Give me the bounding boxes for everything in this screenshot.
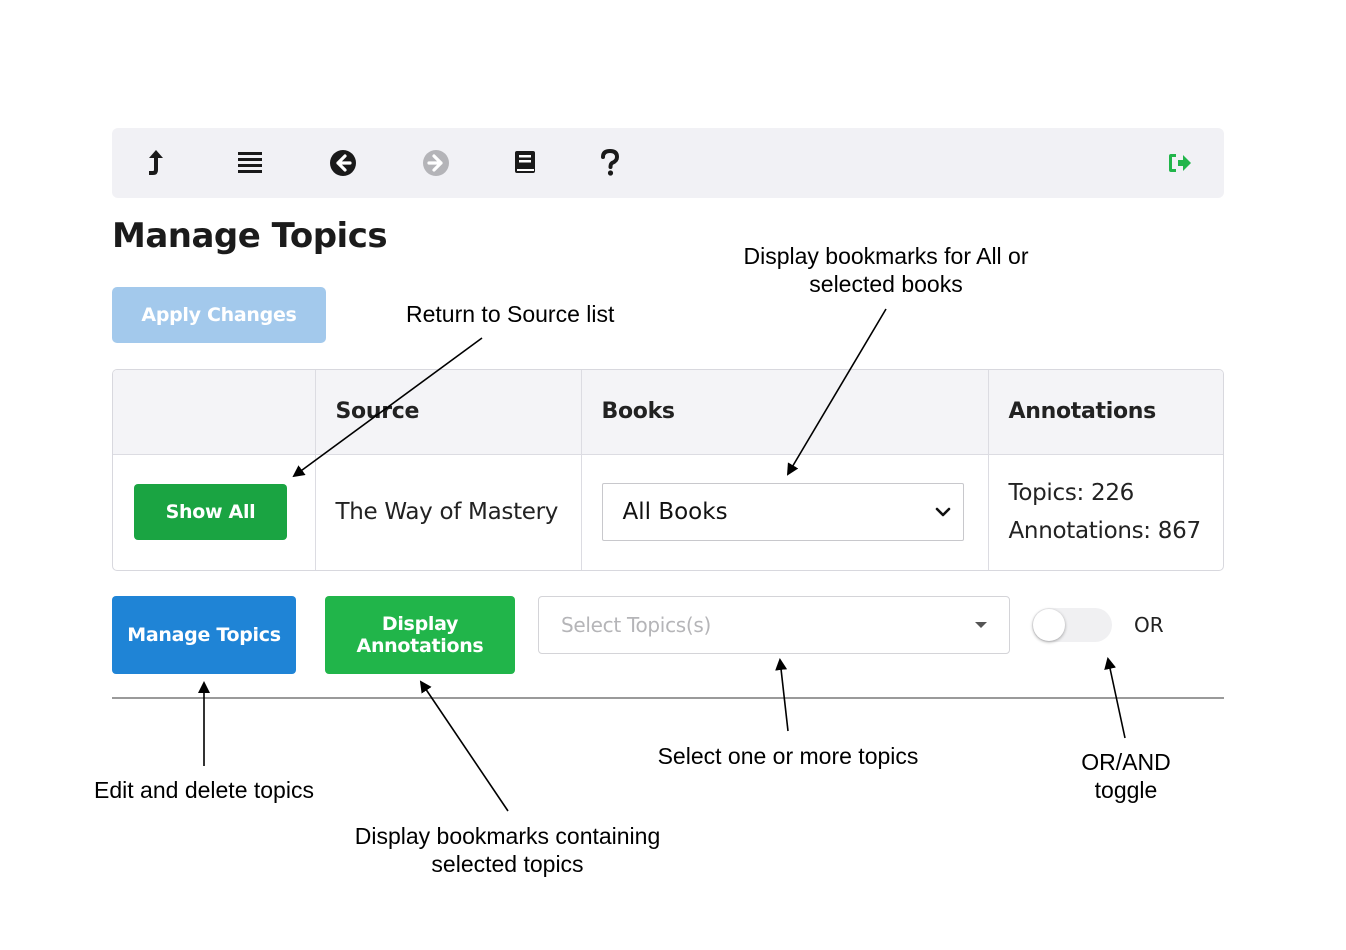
cell-books: All Books	[581, 454, 989, 570]
up-arrow-icon[interactable]	[136, 128, 176, 198]
arrow-display-containing	[419, 680, 509, 812]
arrow-or-and	[1104, 657, 1126, 739]
cell-action: Show All	[113, 454, 316, 570]
help-icon[interactable]	[590, 128, 630, 198]
cell-source: The Way of Mastery	[315, 454, 582, 570]
apply-changes-button[interactable]: Apply Changes	[112, 287, 326, 343]
page-title: Manage Topics	[112, 216, 388, 256]
navigation-toolbar	[112, 128, 1224, 198]
arrow-display-books	[786, 308, 887, 476]
table-header-row: Source Books Annotations	[113, 370, 1223, 455]
show-all-button[interactable]: Show All	[134, 484, 287, 541]
back-circle-icon[interactable]	[323, 128, 363, 198]
books-select-value: All Books	[622, 499, 728, 526]
callout-or-and: OR/AND toggle	[1081, 749, 1171, 803]
or-and-toggle[interactable]	[1032, 608, 1112, 642]
source-table: Source Books Annotations Show All The Wa…	[112, 369, 1224, 571]
annotations-count: Annotations: 867	[1008, 518, 1202, 545]
header-source: Source	[315, 370, 582, 455]
toggle-label: OR	[1134, 613, 1164, 637]
cell-annotations: Topics: 226 Annotations: 867	[988, 454, 1223, 570]
list-icon[interactable]	[230, 128, 270, 198]
topics-select[interactable]: Select Topics(s)	[538, 596, 1010, 654]
logout-icon[interactable]	[1160, 128, 1200, 198]
topics-select-placeholder: Select Topics(s)	[561, 613, 712, 637]
toggle-knob	[1033, 609, 1065, 641]
callout-display-containing: Display bookmarks containing selected to…	[354, 823, 661, 877]
callout-select-topics: Select one or more topics	[657, 743, 919, 769]
topics-count: Topics: 226	[1008, 480, 1135, 507]
books-select[interactable]: All Books	[601, 483, 964, 542]
table-row: Show All The Way of Mastery All Books To…	[113, 454, 1223, 570]
divider	[112, 697, 1224, 699]
arrow-select-topics	[775, 658, 789, 732]
callout-edit-delete: Edit and delete topics	[94, 777, 314, 803]
book-icon[interactable]	[505, 128, 545, 198]
arrow-return-source	[292, 337, 483, 478]
header-empty	[113, 370, 316, 455]
callout-display-books: Display bookmarks for All or selected bo…	[743, 243, 1029, 297]
header-books: Books	[581, 370, 989, 455]
manage-topics-button[interactable]: Manage Topics	[112, 596, 296, 674]
forward-circle-icon[interactable]	[416, 128, 456, 198]
display-annotations-button[interactable]: Display Annotations	[325, 596, 515, 674]
callout-return-source: Return to Source list	[406, 301, 615, 327]
caret-down-icon	[975, 622, 987, 628]
chevron-down-icon	[935, 507, 950, 517]
header-annotations: Annotations	[988, 370, 1223, 455]
